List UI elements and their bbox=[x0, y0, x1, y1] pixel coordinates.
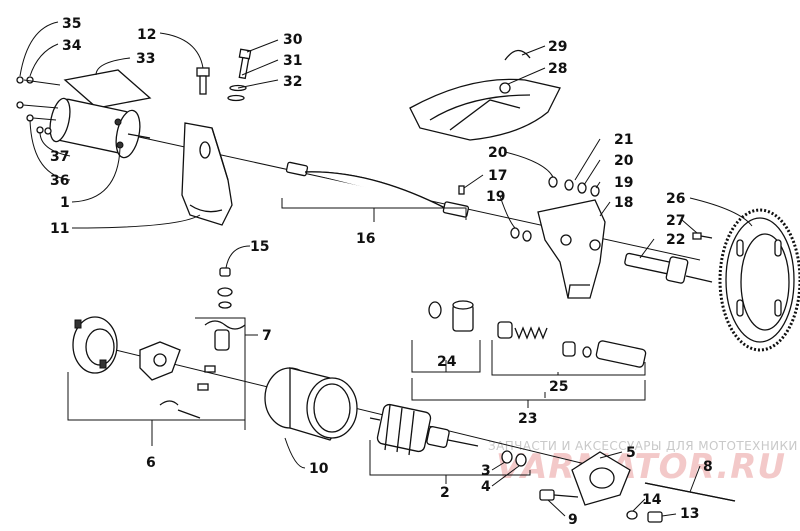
callout-35: 35 bbox=[62, 16, 81, 32]
callout-21: 21 bbox=[614, 132, 633, 148]
callout-2: 2 bbox=[440, 485, 450, 501]
armature-2 bbox=[369, 403, 479, 456]
callout-18: 18 bbox=[614, 195, 633, 211]
solenoid-mount-18 bbox=[537, 199, 606, 299]
callout-5: 5 bbox=[626, 445, 636, 461]
callout-15: 15 bbox=[250, 239, 269, 255]
callout-26: 26 bbox=[666, 191, 685, 207]
callout-31: 31 bbox=[283, 53, 302, 69]
callout-6: 6 bbox=[146, 455, 156, 471]
callout-19-right: 19 bbox=[614, 175, 633, 191]
callout-22: 22 bbox=[666, 232, 685, 248]
callout-8: 8 bbox=[703, 459, 713, 475]
screws-34-35 bbox=[16, 76, 61, 109]
spring-assembly-25 bbox=[497, 321, 647, 368]
bolt-9-nuts-13-14 bbox=[539, 489, 663, 523]
bolt-27 bbox=[692, 232, 713, 240]
callout-20-right: 20 bbox=[614, 153, 634, 169]
callout-3: 3 bbox=[481, 463, 491, 479]
bolt-30-washers bbox=[227, 48, 252, 102]
cable-16 bbox=[285, 161, 470, 218]
callout-24: 24 bbox=[437, 354, 457, 370]
brush-holder bbox=[139, 341, 216, 391]
mounting-bracket-11 bbox=[181, 122, 233, 226]
callout-1: 1 bbox=[60, 195, 70, 211]
bolt-12 bbox=[196, 67, 210, 95]
callout-25: 25 bbox=[549, 379, 568, 395]
leader-lines bbox=[19, 21, 753, 517]
watermark: ЗАПЧАСТИ И АКСЕССУАРЫ ДЛЯ МОТОТЕХНИКИ VA… bbox=[488, 439, 798, 487]
callout-4: 4 bbox=[481, 479, 491, 495]
callout-10: 10 bbox=[309, 461, 329, 477]
callout-13: 13 bbox=[680, 506, 699, 522]
callout-27: 27 bbox=[666, 213, 685, 229]
callout-12: 12 bbox=[137, 27, 156, 43]
ring-gear-26 bbox=[718, 208, 800, 352]
callout-36: 36 bbox=[50, 173, 69, 189]
chassis-bracket-28 bbox=[409, 49, 561, 141]
callout-34: 34 bbox=[62, 38, 82, 54]
callout-7: 7 bbox=[262, 328, 272, 344]
end-plate-5 bbox=[501, 450, 631, 506]
callout-37: 37 bbox=[50, 149, 69, 165]
callout-20-left: 20 bbox=[488, 145, 508, 161]
callout-19-left: 19 bbox=[486, 189, 505, 205]
drive-shaft-22 bbox=[624, 252, 713, 284]
callout-17: 17 bbox=[488, 168, 507, 184]
callout-labels: 35 34 33 12 30 31 32 29 28 37 36 1 11 21… bbox=[50, 16, 713, 528]
callout-29: 29 bbox=[548, 39, 567, 55]
callout-33: 33 bbox=[136, 51, 155, 67]
callout-30: 30 bbox=[283, 32, 303, 48]
starter-motor bbox=[49, 69, 152, 159]
end-cap-6 bbox=[72, 316, 118, 374]
callout-14: 14 bbox=[642, 492, 662, 508]
terminal-kit-7 bbox=[159, 267, 246, 419]
callout-32: 32 bbox=[283, 74, 302, 90]
callout-28: 28 bbox=[548, 61, 567, 77]
drive-assembly-24 bbox=[428, 300, 474, 332]
callout-16: 16 bbox=[356, 231, 375, 247]
callout-11: 11 bbox=[50, 221, 69, 237]
callout-23: 23 bbox=[518, 411, 537, 427]
callout-9: 9 bbox=[568, 512, 578, 528]
housing-10 bbox=[264, 367, 358, 441]
watermark-caption: ЗАПЧАСТИ И АКСЕССУАРЫ ДЛЯ МОТОТЕХНИКИ bbox=[488, 439, 798, 453]
group-brackets bbox=[67, 198, 646, 484]
washers-19-20-21 bbox=[510, 176, 600, 242]
